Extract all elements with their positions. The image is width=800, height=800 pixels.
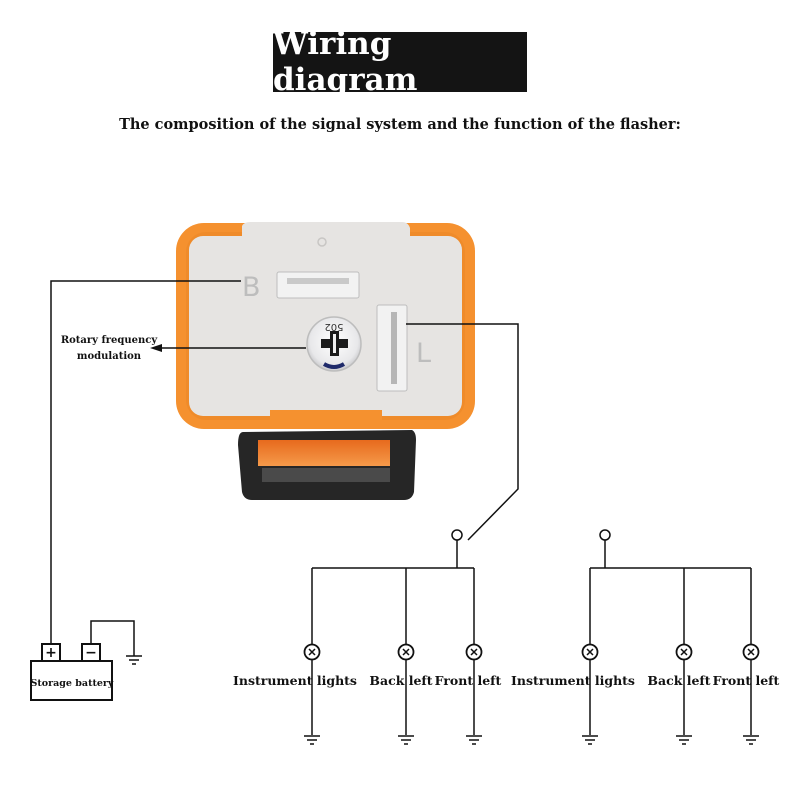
lamp-icon — [742, 643, 760, 661]
ground-icon — [398, 735, 414, 745]
lamps — [303, 643, 760, 661]
lamp-icon — [465, 643, 483, 661]
battery-plus-terminal — [41, 643, 61, 662]
battery-body — [30, 660, 113, 701]
ground-icon — [466, 735, 482, 745]
rotary-label-line1: Rotary frequency — [61, 335, 159, 346]
diagram-title: Wiring diagram — [273, 26, 527, 98]
lamp-icon — [581, 643, 599, 661]
storage-battery — [30, 643, 113, 701]
wire-l-to-switch — [406, 323, 519, 541]
left-back-left-label: Back left — [369, 673, 432, 688]
lamp-icon — [675, 643, 693, 661]
ground-icon — [304, 735, 320, 745]
connector-plug — [258, 440, 390, 466]
battery-plus-sign: + — [45, 645, 57, 661]
battery-label: Storage battery — [31, 678, 114, 689]
wire-b-to-battery — [50, 280, 241, 645]
lamp-icon — [303, 643, 321, 661]
diagram-subtitle: The composition of the signal system and… — [119, 116, 681, 133]
rotary-arrow — [150, 344, 306, 352]
ground-icon — [126, 655, 142, 665]
left-instrument-lights-label: Instrument lights — [233, 673, 357, 688]
switch-terminal-right — [599, 529, 611, 541]
ground-icon — [582, 735, 598, 745]
lamp-icon — [397, 643, 415, 661]
flasher-relay — [176, 222, 475, 500]
terminal-l-label: L — [416, 338, 431, 369]
rotary-label-line2: modulation — [77, 351, 142, 362]
right-front-left-label: Front left — [713, 673, 780, 688]
right-back-left-label: Back left — [647, 673, 710, 688]
dial-number: 502 — [324, 321, 343, 332]
ground-symbols — [126, 655, 759, 745]
right-instrument-lights-label: Instrument lights — [511, 673, 635, 688]
ground-icon — [743, 735, 759, 745]
left-front-left-label: Front left — [435, 673, 502, 688]
battery-minus-terminal — [81, 643, 101, 662]
terminal-b-blade — [276, 271, 360, 299]
ground-icon — [676, 735, 692, 745]
switch-terminal-left — [451, 529, 463, 541]
wiring — [50, 280, 752, 735]
terminal-b-label: B — [242, 272, 261, 303]
battery-minus-sign: − — [85, 645, 97, 661]
